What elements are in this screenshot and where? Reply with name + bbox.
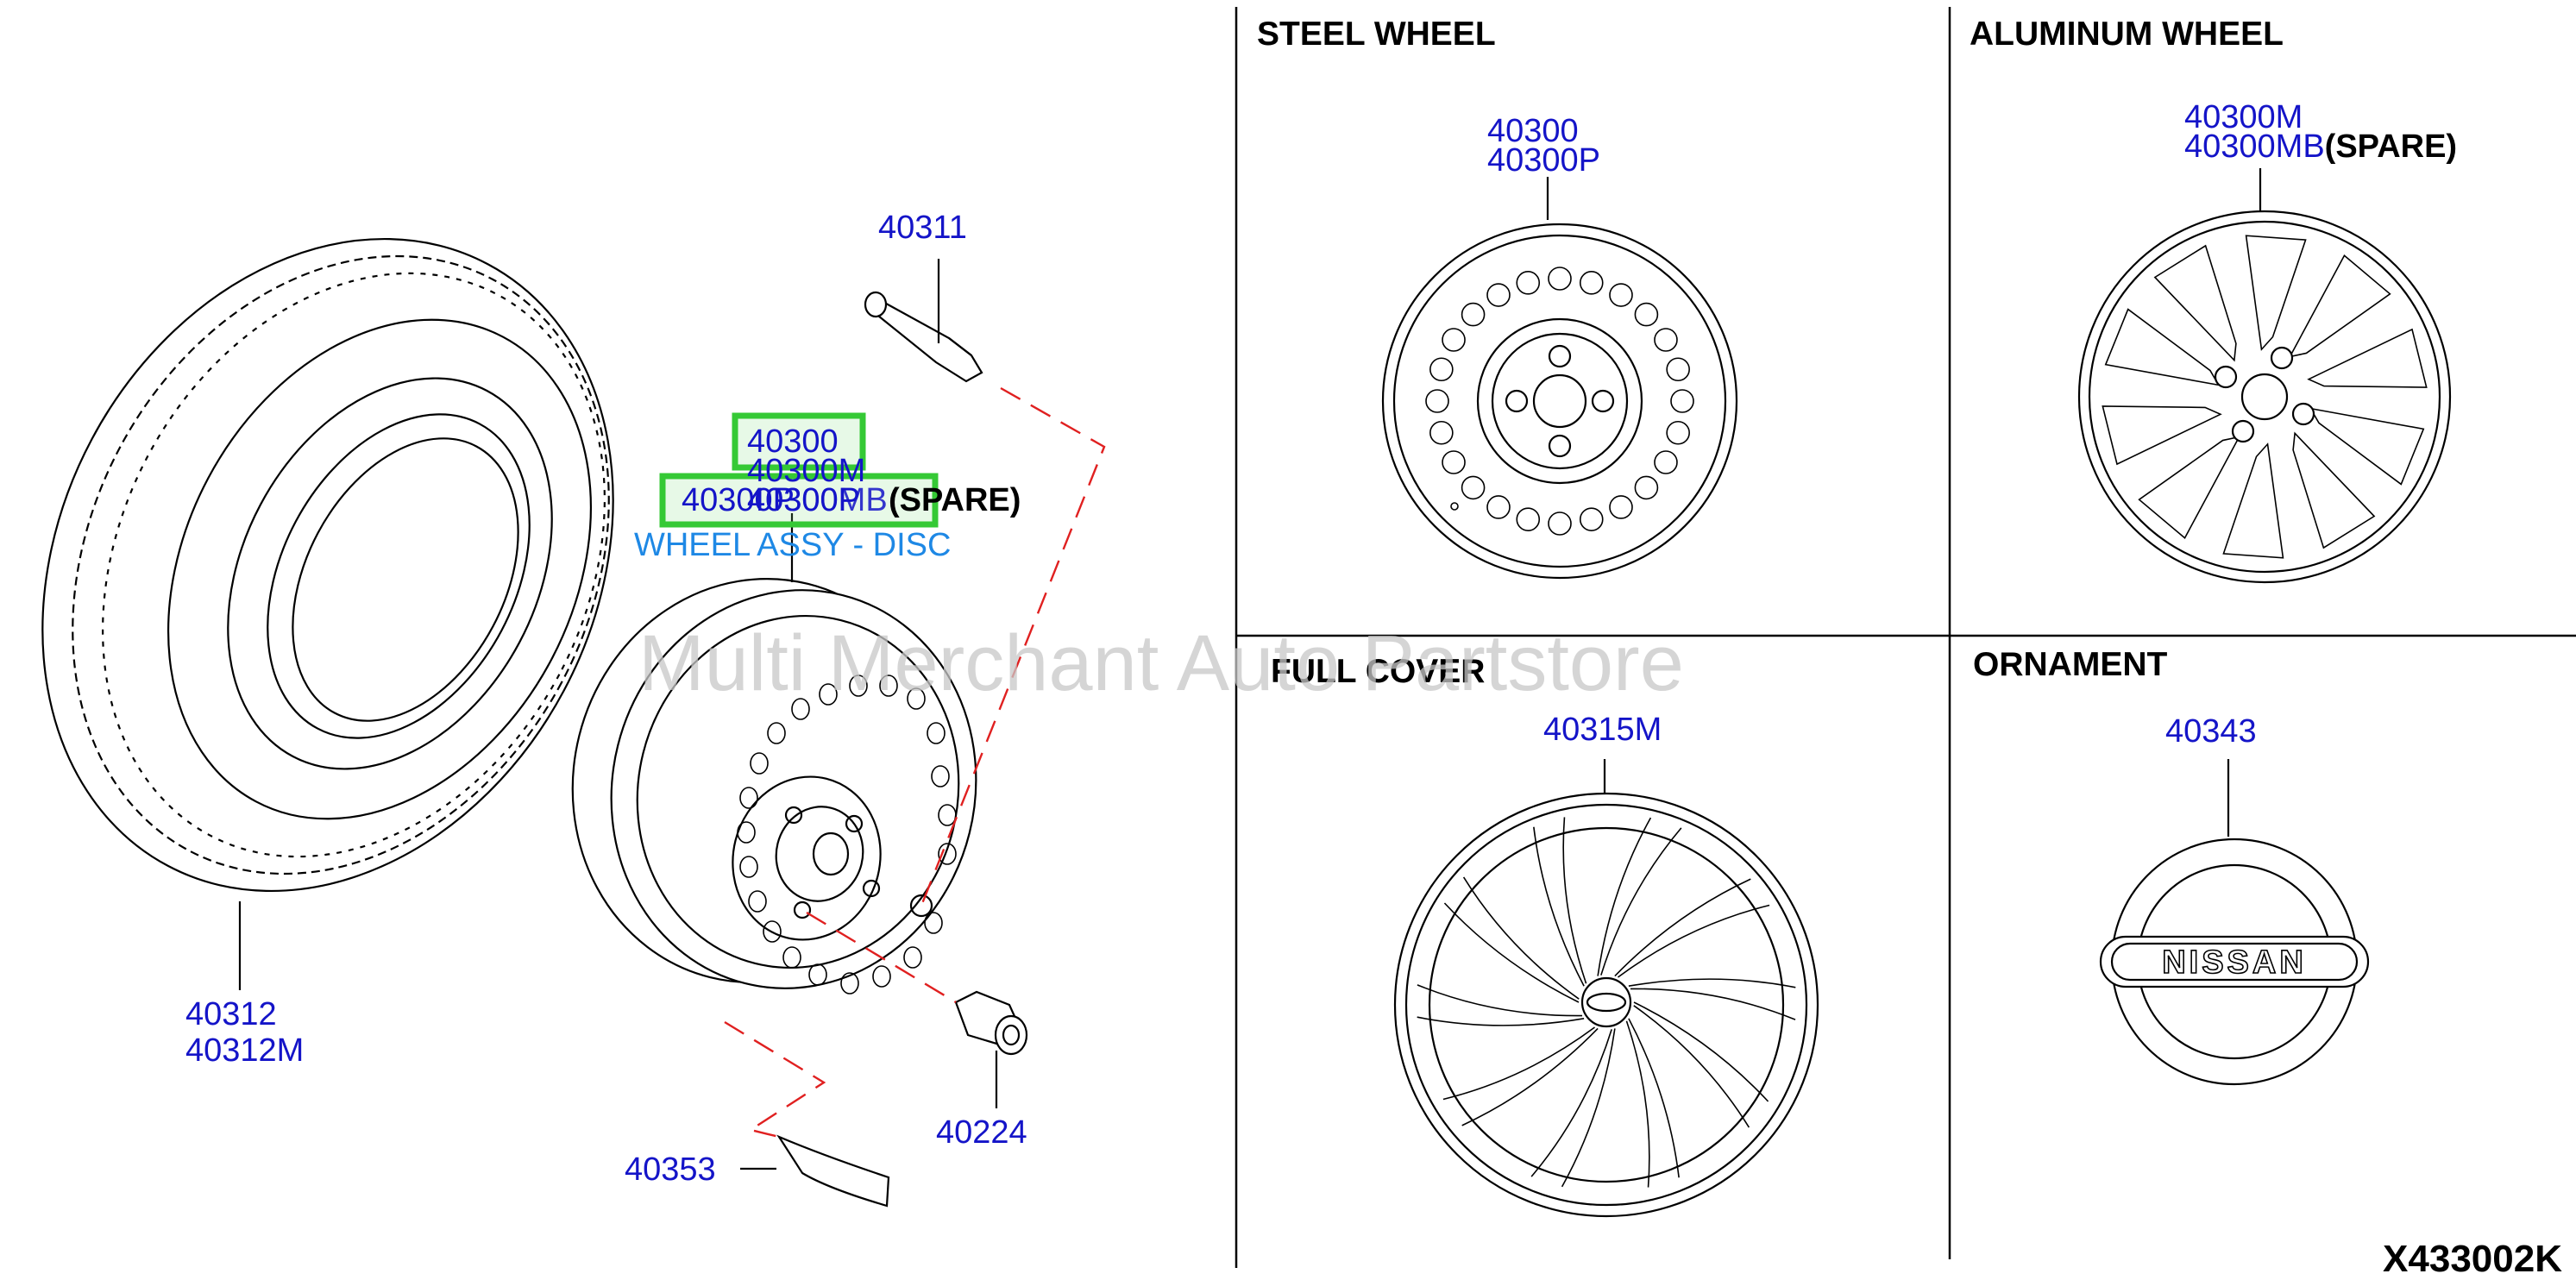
steel-wheel-header: STEEL WHEEL — [1257, 16, 1496, 53]
aluminum-wheel-header: ALUMINUM WHEEL — [1970, 16, 2284, 53]
part-40353-weight[interactable]: 40353 — [625, 1151, 716, 1188]
part-40300p-main[interactable]: 40300P — [682, 482, 795, 518]
part-40315m-cover[interactable]: 40315M — [1543, 712, 1662, 748]
wheel-disc-illustration — [571, 578, 977, 995]
part-40300m-aluminum[interactable]: 40300M — [2184, 99, 2303, 135]
diagram-code: X433002K — [2383, 1238, 2562, 1280]
steel-wheel-illustration — [1381, 223, 1738, 580]
highlight-box-40300p — [659, 473, 939, 528]
panel-dividers — [1235, 7, 2576, 1268]
part-40311-valve[interactable]: 40311 — [878, 210, 967, 246]
part-40300-main[interactable]: 40300 — [747, 424, 839, 460]
highlight-box-40300 — [732, 412, 866, 471]
wheel-nut-illustration — [954, 990, 1028, 1108]
spare-label-aluminum: (SPARE) — [2325, 129, 2457, 165]
full-cover-header: FULL COVER — [1271, 653, 1485, 690]
watermark: Multi Merchant Auto Partstore — [638, 619, 1684, 707]
full-cover-illustration — [1393, 792, 1819, 1218]
ornament-header: ORNAMENT — [1973, 646, 2167, 683]
ornament-illustration — [2099, 838, 2370, 1086]
part-40300mb-main[interactable]: 40300MB — [747, 482, 888, 518]
part-40300p-steel[interactable]: 40300P — [1487, 142, 1600, 179]
valve-stem-illustration — [864, 259, 983, 383]
balance-weight-illustration — [740, 1134, 890, 1208]
ornament-badge-text: NISSAN — [2162, 944, 2307, 981]
part-40300-overlap: 40300P — [747, 482, 860, 518]
spare-label-main: (SPARE) — [889, 482, 1021, 518]
aluminum-wheel-illustration — [2077, 210, 2452, 584]
part-40300mb-link[interactable]: 40300MB — [2184, 129, 2325, 165]
leader-lines — [238, 168, 2262, 990]
wheel-assy-disc-label[interactable]: WHEEL ASSY - DISC — [634, 527, 951, 563]
tire-illustration — [41, 237, 614, 893]
part-40224-nut[interactable]: 40224 — [936, 1114, 1027, 1151]
part-40312m-tire[interactable]: 40312M — [185, 1032, 304, 1069]
part-40300mb-aluminum: 40300MB(SPARE) — [2184, 129, 2457, 165]
part-40312-tire[interactable]: 40312 — [185, 996, 277, 1032]
part-40300-steel[interactable]: 40300 — [1487, 113, 1579, 149]
dashed-connection-lines — [724, 386, 1106, 1139]
part-40300m-main[interactable]: 40300M — [747, 453, 865, 489]
part-40343-ornament[interactable]: 40343 — [2165, 713, 2257, 750]
